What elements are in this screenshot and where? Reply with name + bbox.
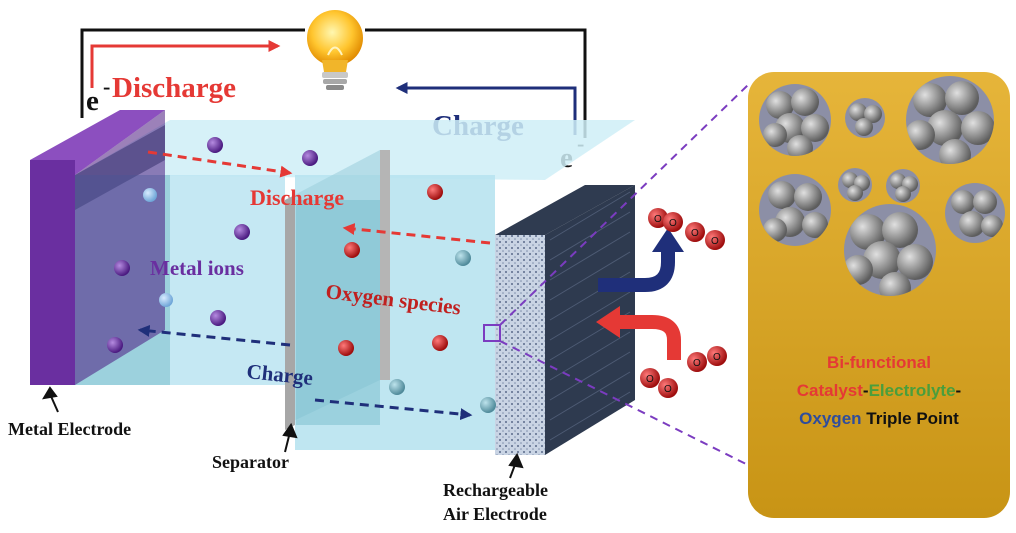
- light-bulb-icon: [307, 10, 363, 90]
- electron-left-superscript: -: [103, 74, 110, 99]
- oxygen-species-particles: [338, 184, 496, 413]
- charge-circuit-arrow: [395, 82, 577, 135]
- air-electrode-label-line1: Rechargeable: [443, 480, 548, 500]
- catalyst-cluster: [844, 204, 936, 296]
- zoom-region-marker: [483, 324, 501, 342]
- battery-cell: [30, 110, 635, 455]
- inset-catalyst: Catalyst: [797, 381, 863, 400]
- catalyst-cluster: [845, 98, 885, 138]
- internal-flow-arrows: [137, 150, 491, 421]
- o2-atom-label: O: [664, 384, 672, 395]
- metal-electrode-label: Metal Electrode: [8, 419, 131, 439]
- air-electrode-label-line2: Air Electrode: [443, 504, 547, 524]
- separator-label: Separator: [212, 452, 289, 472]
- inset-oxygen: Oxygen: [799, 409, 861, 428]
- o2-atom-label: O: [646, 374, 654, 385]
- o2-atom-label: O: [693, 358, 701, 369]
- discharge-circuit-arrow: [90, 40, 281, 88]
- inner-discharge-label: Discharge: [250, 185, 344, 210]
- o2-atom-label: O: [691, 228, 699, 239]
- o2-molecule-bottom: O O O O: [640, 346, 727, 398]
- metal-electrode: [30, 110, 165, 385]
- catalyst-cluster: [838, 168, 872, 202]
- o2-atom-label: O: [711, 236, 719, 247]
- metal-ion-particles: [107, 137, 318, 353]
- inset-triple-point: Triple Point: [862, 409, 960, 428]
- triple-point-inset: Bi-functional Catalyst-Electrolyte- Oxyg…: [748, 72, 1010, 518]
- metal-ions-label: Metal ions: [150, 256, 244, 280]
- electron-left-label: e: [86, 85, 99, 117]
- catalyst-cluster: [945, 183, 1005, 243]
- svg-text:Bi-functional: Bi-functional: [827, 353, 931, 372]
- o2-atom-label: O: [654, 214, 662, 225]
- catalyst-cluster: [759, 84, 831, 156]
- catalyst-cluster: [886, 169, 920, 203]
- air-electrode: [483, 185, 635, 455]
- circuit-discharge-label: Discharge: [112, 72, 236, 104]
- zoom-lines: [499, 84, 749, 466]
- external-circuit: [80, 28, 587, 138]
- svg-text:Catalyst-Electrolyte-: Catalyst-Electrolyte-: [797, 381, 961, 400]
- callout-arrows: [42, 386, 524, 479]
- oxygen-in-arrow: [596, 306, 681, 360]
- o2-atom-label: O: [713, 352, 721, 363]
- separator-membrane: [285, 150, 390, 430]
- inset-dash-2: -: [956, 381, 962, 400]
- oxygen-out-arrow: [598, 228, 684, 292]
- catalyst-cluster: [759, 174, 831, 246]
- catalyst-particle-clusters: [759, 76, 1005, 296]
- catalyst-cluster: [906, 76, 994, 164]
- o2-atom-label: O: [669, 218, 677, 229]
- inset-dash-1: -: [863, 381, 869, 400]
- o2-molecule-top: O O O O: [648, 208, 725, 250]
- inset-electrolyte: Electrolyte: [869, 381, 956, 400]
- svg-text:Oxygen Triple Point: Oxygen Triple Point: [799, 409, 959, 428]
- inset-line1: Bi-functional: [827, 353, 931, 372]
